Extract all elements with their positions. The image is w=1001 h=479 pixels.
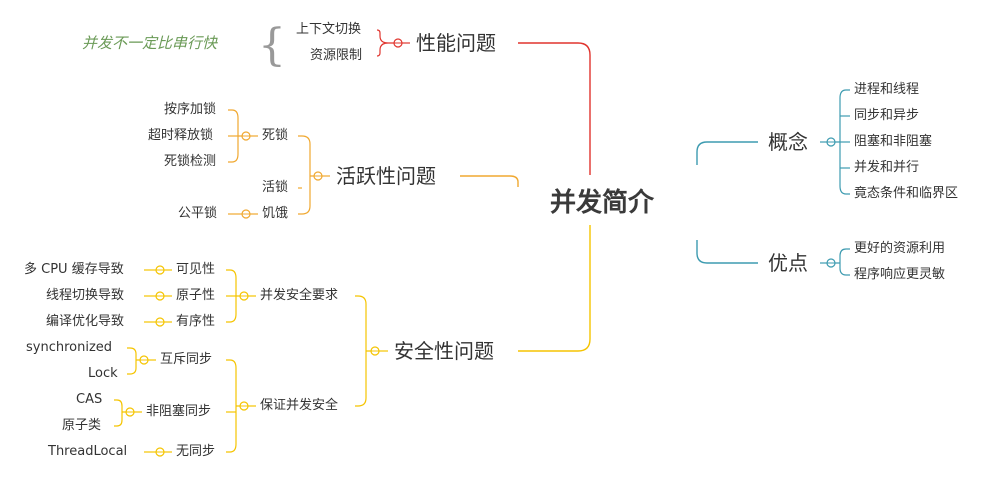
guarantee-nonblocking-sync[interactable]: 非阻塞同步 (146, 404, 212, 419)
connector-root-perf (518, 42, 591, 175)
req-visibility[interactable]: 可见性 (176, 262, 216, 277)
perf-item-resource-limit[interactable]: 资源限制 (310, 48, 363, 63)
concept-blocking[interactable]: 阻塞和非阻塞 (854, 134, 933, 149)
brace-icon: { (258, 20, 286, 71)
nosync-threadlocal[interactable]: ThreadLocal (48, 444, 128, 459)
concept-concurrency-parallel[interactable]: 并发和并行 (854, 160, 920, 175)
concept-process-thread[interactable]: 进程和线程 (854, 82, 920, 97)
guarantee-mutex-sync[interactable]: 互斥同步 (160, 352, 213, 367)
connector-root-liveness (460, 175, 519, 187)
mutex-lock[interactable]: Lock (88, 366, 118, 381)
advantage-responsiveness[interactable]: 程序响应更灵敏 (854, 267, 946, 282)
concept-race-critical[interactable]: 竟态条件和临界区 (854, 186, 959, 201)
topic-perf[interactable]: 性能问题 (416, 31, 496, 55)
liveness-deadlock[interactable]: 死锁 (262, 128, 289, 143)
topic-advantages[interactable]: 优点 (768, 251, 808, 275)
nonblocking-atomic-class[interactable]: 原子类 (62, 418, 102, 433)
cause-compiler-opt[interactable]: 编译优化导致 (46, 314, 125, 329)
liveness-starvation[interactable]: 饥饿 (262, 206, 289, 221)
connector-root-concepts (696, 141, 758, 165)
mutex-synchronized[interactable]: synchronized (26, 340, 113, 355)
topic-concepts[interactable]: 概念 (768, 130, 808, 154)
topic-safety[interactable]: 安全性问题 (394, 339, 494, 363)
concept-sync-async[interactable]: 同步和异步 (854, 108, 920, 123)
topic-liveness[interactable]: 活跃性问题 (336, 164, 436, 188)
connector-root-safety (518, 225, 591, 352)
safety-guarantee[interactable]: 保证并发安全 (260, 398, 339, 413)
req-ordering[interactable]: 有序性 (176, 314, 216, 329)
root-topic[interactable]: 并发简介 (550, 188, 655, 218)
deadlock-item-detection[interactable]: 死锁检测 (164, 154, 217, 169)
cause-multi-cpu-cache[interactable]: 多 CPU 缓存导致 (24, 262, 124, 277)
connector-root-advantages (696, 240, 758, 264)
perf-item-context-switch[interactable]: 上下文切换 (296, 22, 362, 37)
safety-requirements[interactable]: 并发安全要求 (260, 288, 339, 303)
req-atomicity[interactable]: 原子性 (176, 288, 216, 303)
note-text: 并发不一定比串行快 (82, 34, 218, 52)
deadlock-item-timeout-release[interactable]: 超时释放锁 (148, 128, 214, 143)
nonblocking-cas[interactable]: CAS (76, 392, 103, 407)
advantage-resource-use[interactable]: 更好的资源利用 (854, 241, 946, 256)
cause-thread-switch[interactable]: 线程切换导致 (46, 288, 125, 303)
deadlock-item-ordered-lock[interactable]: 按序加锁 (164, 102, 217, 117)
guarantee-no-sync[interactable]: 无同步 (176, 444, 216, 459)
starvation-item-fair-lock[interactable]: 公平锁 (178, 206, 218, 221)
liveness-livelock[interactable]: 活锁 (262, 180, 289, 195)
